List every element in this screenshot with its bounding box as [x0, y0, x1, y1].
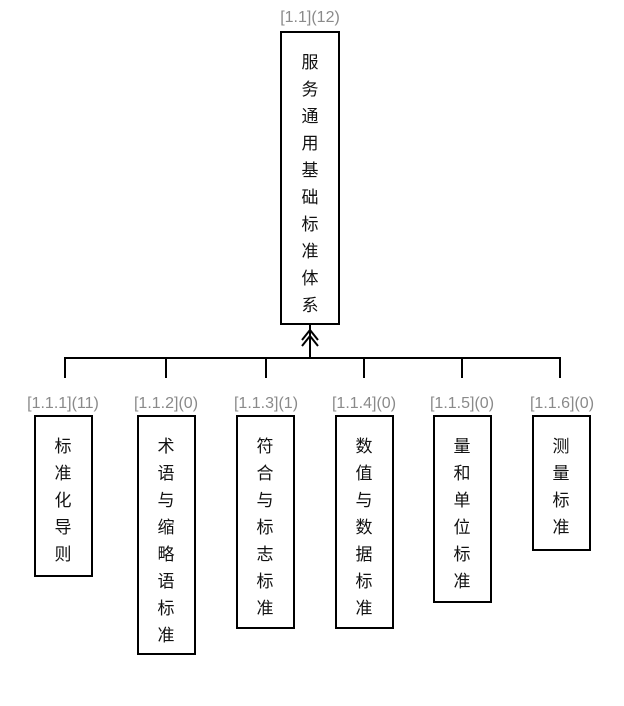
child-char: 符	[257, 437, 274, 457]
child-char: 和	[454, 464, 471, 484]
child-id-label: [1.1.5](0)	[430, 395, 494, 412]
child-char: 测	[553, 437, 570, 457]
child-char: 准	[454, 572, 471, 592]
child-node-3: [1.1.3](1) 符 合 与 标 志 标 准	[234, 395, 298, 629]
child-box	[236, 415, 295, 629]
child-char: 数	[356, 518, 373, 538]
child-char: 志	[257, 545, 274, 565]
child-id-label: [1.1.2](0)	[134, 395, 198, 412]
child-char: 语	[158, 464, 175, 484]
child-char: 单	[454, 491, 471, 511]
child-char: 位	[454, 518, 471, 538]
child-node-5: [1.1.5](0) 量 和 单 位 标 准	[430, 395, 494, 603]
root-char: 体	[302, 269, 319, 289]
child-char: 量	[553, 464, 570, 484]
root-node: [1.1](12) 服 务 通 用 基 础 标 准 体 系	[280, 9, 340, 325]
connectors	[64, 324, 561, 378]
child-char: 量	[454, 437, 471, 457]
root-box	[280, 31, 340, 325]
child-char: 标	[257, 518, 274, 538]
root-text: 服 务 通 用 基 础 标 准 体 系	[302, 53, 319, 316]
root-char: 基	[302, 161, 319, 181]
root-char: 通	[302, 107, 319, 127]
root-char: 准	[302, 242, 319, 262]
child-char: 数	[356, 437, 373, 457]
child-char: 标	[55, 437, 72, 457]
root-char: 标	[302, 215, 319, 235]
child-char: 术	[158, 437, 175, 457]
root-char: 础	[302, 188, 319, 208]
child-char: 化	[55, 491, 72, 511]
child-box	[532, 415, 591, 551]
child-id-label: [1.1.4](0)	[332, 395, 396, 412]
child-id-label: [1.1.3](1)	[234, 395, 298, 412]
child-char: 与	[257, 491, 274, 511]
root-id-label: [1.1](12)	[280, 9, 340, 26]
child-box	[433, 415, 492, 603]
child-char: 合	[257, 464, 274, 484]
child-box	[34, 415, 93, 577]
child-char: 准	[257, 599, 274, 619]
child-char: 标	[454, 545, 471, 565]
child-id-label: [1.1.6](0)	[530, 395, 594, 412]
child-char: 据	[356, 545, 373, 565]
child-char: 缩	[158, 518, 175, 538]
child-char: 与	[158, 491, 175, 511]
child-char: 则	[55, 545, 72, 565]
root-char: 用	[302, 134, 319, 154]
child-char: 标	[158, 599, 175, 619]
child-char: 标	[553, 491, 570, 511]
child-char: 导	[55, 518, 72, 538]
child-char: 与	[356, 491, 373, 511]
child-char: 准	[356, 599, 373, 619]
child-id-label: [1.1.1](11)	[27, 395, 99, 412]
child-box	[335, 415, 394, 629]
child-node-6: [1.1.6](0) 测 量 标 准	[530, 395, 594, 551]
child-node-1: [1.1.1](11) 标 准 化 导 则	[27, 395, 99, 577]
child-char: 值	[356, 464, 373, 484]
child-char: 标	[356, 572, 373, 592]
child-box	[137, 415, 196, 655]
root-char: 服	[302, 53, 319, 73]
root-char: 务	[302, 80, 319, 100]
root-char: 系	[302, 296, 319, 316]
child-char: 准	[55, 464, 72, 484]
child-char: 准	[553, 518, 570, 538]
child-char: 标	[257, 572, 274, 592]
child-node-4: [1.1.4](0) 数 值 与 数 据 标 准	[332, 395, 396, 629]
child-char: 略	[158, 545, 175, 565]
child-node-2: [1.1.2](0) 术 语 与 缩 略 语 标 准	[134, 395, 198, 655]
child-char: 语	[158, 572, 175, 592]
child-char: 准	[158, 626, 175, 646]
